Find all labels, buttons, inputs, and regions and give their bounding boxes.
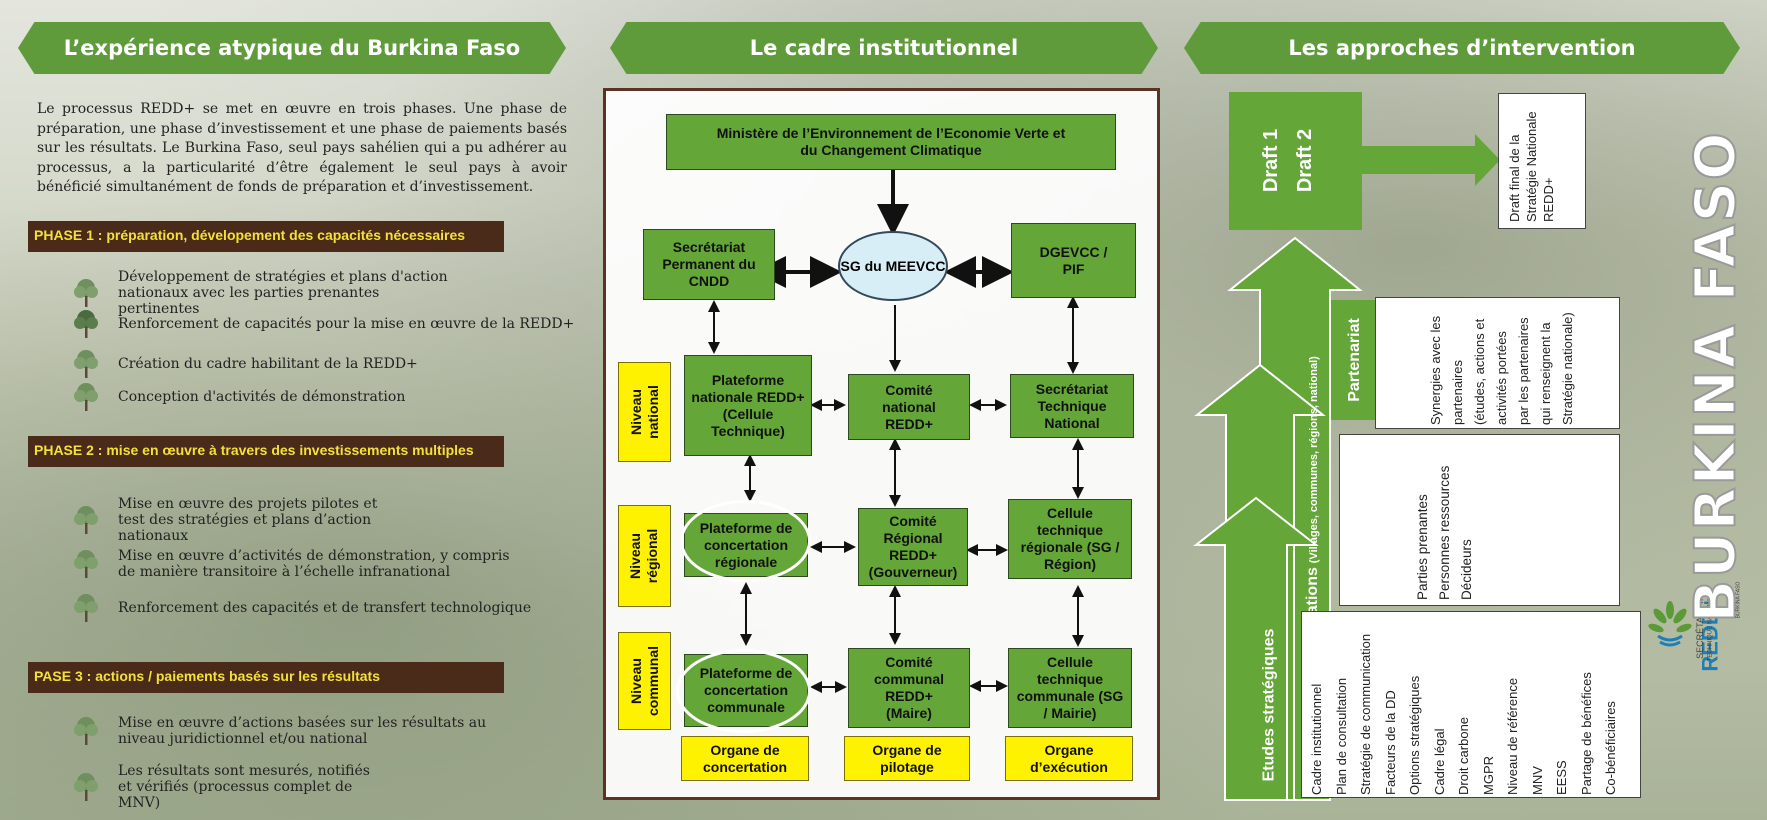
box-partenariat (1375, 297, 1620, 429)
phase-2-header: PHASE 2 : mise en œuvre à travers des in… (28, 436, 504, 467)
phase-3-header: PASE 3 : actions / paiements basés sur l… (28, 662, 504, 693)
list-item: Mise en œuvre des projets pilotes et tes… (70, 496, 408, 544)
box-cellule-regionale: Cellule technique régionale (SG / Région… (1008, 499, 1132, 579)
highlight-oval (680, 500, 811, 582)
banner-right: Les approches d’intervention (1184, 22, 1740, 74)
box-secretariat-technique-national: Secrétariat Technique National (1010, 374, 1134, 438)
label-consultations: Consultations (Villages, communes, régio… (1304, 356, 1321, 674)
list-item: Renforcement de capacités pour la mise e… (70, 308, 574, 340)
text-draft-final: Draft final de la Stratégie Nationale RE… (1507, 111, 1556, 222)
label-organe-execution: Organe d’exécution (1005, 736, 1133, 781)
tree-icon (74, 350, 98, 378)
box-comite-communal: Comité communal REDD+ (Maire) (848, 648, 970, 728)
box-ministere: Ministère de l’Environnement de l’Econom… (666, 114, 1116, 170)
label-niveau-national: Niveau national (618, 362, 671, 462)
banner-middle: Le cadre institutionnel (610, 22, 1158, 74)
list-item: Renforcement des capacités et de transfe… (70, 592, 531, 624)
tree-icon (74, 506, 98, 534)
list-item: Mise en œuvre d’activités de démonstrati… (70, 548, 518, 580)
redd-leaf-icon (1648, 601, 1692, 647)
draft-2-label: Draft 2 (1294, 128, 1317, 192)
tree-icon (74, 310, 98, 338)
tree-icon (74, 279, 98, 307)
phase-1-header: PHASE 1 : préparation, dévelopement des … (28, 221, 504, 252)
label-niveau-communal: Niveau communal (618, 632, 671, 730)
list-item: Mise en œuvre d’actions basées sur les r… (70, 715, 488, 747)
box-comite-national: Comité national REDD+ (848, 374, 970, 440)
label-niveau-regional: Niveau régional (618, 505, 671, 607)
list-item: Création du cadre habilitant de la REDD+ (70, 348, 418, 380)
tree-icon (74, 594, 98, 622)
banner-left: L’expérience atypique du Burkina Faso (18, 22, 566, 74)
box-plateforme-nationale: Plateforme nationale REDD+ (Cellule Tech… (684, 355, 812, 456)
list-item: Conception d'activités de démonstration (70, 381, 405, 413)
highlight-oval (676, 649, 811, 733)
box-consultations (1339, 434, 1620, 606)
box-comite-regional: Comité Régional REDD+ (Gouverneur) (858, 508, 968, 586)
intro-paragraph: Le processus REDD+ se met en œuvre en tr… (37, 101, 567, 195)
label-organe-pilotage: Organe de pilotage (844, 736, 970, 781)
box-secretariat-permanent: Secrétariat Permanent du CNDD (643, 229, 775, 300)
box-etudes (1301, 611, 1641, 798)
label-partenariat: Partenariat (1331, 300, 1379, 420)
label-etudes-strategiques: Etudes stratégiques (1260, 628, 1278, 782)
tree-icon (74, 773, 98, 801)
list-item: Développement de stratégies et plans d'a… (70, 269, 448, 317)
draft-1-label: Draft 1 (1260, 128, 1283, 192)
tree-icon (74, 383, 98, 411)
tree-icon (74, 717, 98, 745)
tree-icon (74, 550, 98, 578)
ellipse-sg-meevcc: SG du MEEVCC (838, 231, 948, 301)
title-burkina-faso: BURKINA FASO (1683, 129, 1750, 623)
box-draft-final (1498, 93, 1586, 229)
list-item: Les résultats sont mesurés, notifiés et … (70, 763, 378, 811)
box-cellule-communale: Cellule technique communale (SG / Mairie… (1008, 648, 1132, 728)
label-organe-concertation: Organe de concertation (681, 736, 809, 781)
box-dgevcc: DGEVCC / PIF (1011, 223, 1136, 298)
